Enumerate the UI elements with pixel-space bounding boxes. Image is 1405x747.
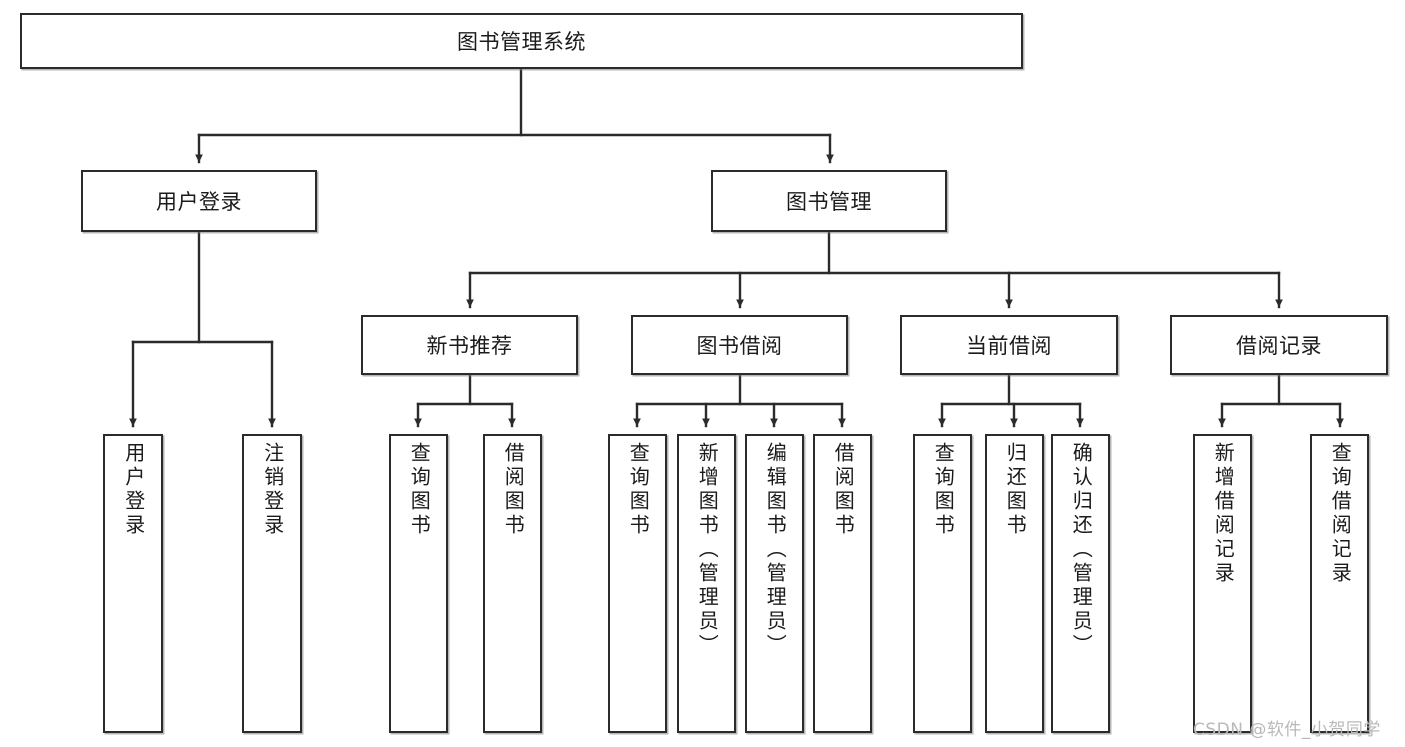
- node-current-borrow[interactable]: 当前借阅: [900, 315, 1118, 375]
- node-leaf-borrow-book[interactable]: 借阅图书: [813, 434, 872, 733]
- node-label: 查询借阅记录: [1328, 442, 1353, 586]
- node-leaf-confirm-return-admin[interactable]: 确认归还（管理员）: [1051, 434, 1110, 733]
- node-label: 新增借阅记录: [1211, 442, 1236, 586]
- node-leaf-edit-book-admin[interactable]: 编辑图书（管理员）: [745, 434, 804, 733]
- node-root-system[interactable]: 图书管理系统: [20, 13, 1023, 69]
- node-label: 用户登录: [121, 442, 146, 538]
- node-leaf-query-borrow-record[interactable]: 查询借阅记录: [1310, 434, 1369, 733]
- node-label: 图书管理系统: [457, 30, 586, 54]
- node-new-book-recommend[interactable]: 新书推荐: [361, 315, 578, 375]
- node-label: 编辑图书（管理员）: [763, 442, 788, 658]
- node-label: 新书推荐: [426, 334, 513, 358]
- node-label: 归还图书: [1003, 442, 1028, 538]
- node-book-management[interactable]: 图书管理: [711, 170, 947, 232]
- node-label: 图书管理: [786, 190, 872, 214]
- node-label: 图书借阅: [696, 334, 783, 358]
- node-leaf-add-borrow-record[interactable]: 新增借阅记录: [1193, 434, 1252, 733]
- node-label: 借阅图书: [501, 442, 526, 538]
- node-leaf-borrow-book-recommend[interactable]: 借阅图书: [483, 434, 542, 733]
- node-label: 查询图书: [407, 442, 432, 538]
- node-leaf-query-book-borrow[interactable]: 查询图书: [608, 434, 667, 733]
- node-label: 借阅图书: [831, 442, 856, 538]
- node-label: 查询图书: [626, 442, 651, 538]
- node-leaf-logout-login[interactable]: 注销登录: [242, 434, 302, 733]
- node-label: 查询图书: [931, 442, 956, 538]
- node-label: 注销登录: [260, 442, 285, 538]
- node-borrow-record[interactable]: 借阅记录: [1170, 315, 1388, 375]
- node-user-login[interactable]: 用户登录: [81, 170, 317, 232]
- node-label: 确认归还（管理员）: [1069, 442, 1094, 658]
- node-label: 用户登录: [156, 190, 242, 214]
- node-leaf-query-book-current[interactable]: 查询图书: [913, 434, 972, 733]
- node-label: 借阅记录: [1236, 334, 1322, 358]
- node-label: 当前借阅: [966, 334, 1052, 358]
- node-label: 新增图书（管理员）: [695, 442, 720, 658]
- node-leaf-query-book-recommend[interactable]: 查询图书: [389, 434, 448, 733]
- node-book-borrow[interactable]: 图书借阅: [631, 315, 848, 375]
- node-leaf-user-login[interactable]: 用户登录: [103, 434, 163, 733]
- node-leaf-add-book-admin[interactable]: 新增图书（管理员）: [677, 434, 736, 733]
- node-leaf-return-book[interactable]: 归还图书: [985, 434, 1044, 733]
